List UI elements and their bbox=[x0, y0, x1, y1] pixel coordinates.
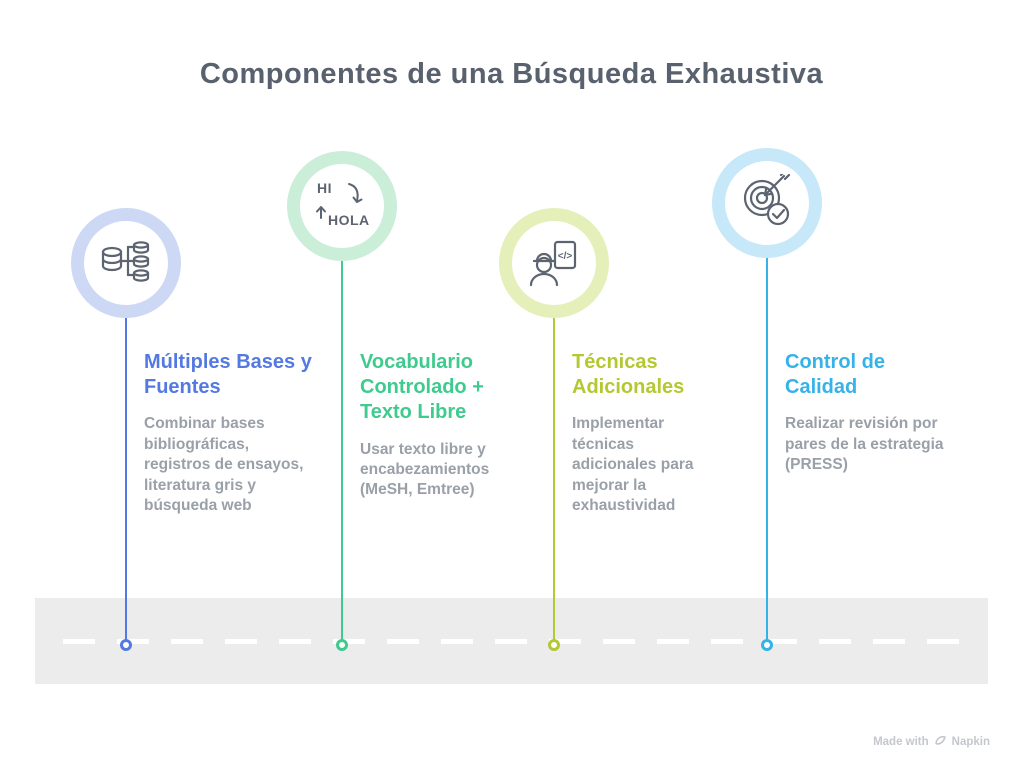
connector-line bbox=[766, 258, 768, 640]
watermark: Made with Napkin bbox=[873, 734, 990, 750]
watermark-brand: Napkin bbox=[951, 736, 990, 748]
item-body: Realizar revisión por pares de la estrat… bbox=[785, 415, 944, 474]
item-heading: Control de Calidad bbox=[785, 351, 885, 399]
item-text: Técnicas Adicionales Implementar técnica… bbox=[572, 350, 722, 517]
icon-circle: </> bbox=[499, 208, 609, 318]
item-body: Usar texto libre y encabezamientos (MeSH… bbox=[360, 440, 490, 499]
database-branch-icon bbox=[98, 235, 154, 291]
translation-icon: HI HOLA bbox=[311, 176, 373, 236]
connector-line bbox=[125, 318, 127, 640]
engineer-code-icon: </> bbox=[525, 234, 583, 292]
connector-line bbox=[553, 318, 555, 640]
icon-circle bbox=[712, 148, 822, 258]
icon-circle bbox=[71, 208, 181, 318]
connector-line bbox=[341, 261, 343, 640]
item-text: Múltiples Bases y Fuentes Combinar bases… bbox=[144, 350, 316, 517]
code-glyph: </> bbox=[558, 251, 573, 262]
napkin-logo-icon bbox=[934, 734, 947, 750]
watermark-made-with: Made with bbox=[873, 736, 929, 748]
translation-word-source: HI bbox=[317, 180, 332, 196]
item-heading: Múltiples Bases y Fuentes bbox=[144, 351, 312, 399]
timeline-road bbox=[35, 598, 988, 684]
item-heading: Técnicas Adicionales bbox=[572, 351, 685, 399]
page-title: Componentes de una Búsqueda Exhaustiva bbox=[199, 58, 824, 90]
item-heading: Vocabulario Controlado + Texto Libre bbox=[360, 351, 484, 424]
item-text: Control de Calidad Realizar revisión por… bbox=[785, 350, 945, 476]
road-dashed-line bbox=[63, 639, 960, 644]
item-body: Combinar bases bibliográficas, registros… bbox=[144, 415, 304, 515]
item-body: Implementar técnicas adicionales para me… bbox=[572, 415, 694, 515]
icon-circle: HI HOLA bbox=[287, 151, 397, 261]
item-text: Vocabulario Controlado + Texto Libre Usa… bbox=[360, 350, 512, 501]
translation-word-target: HOLA bbox=[328, 212, 370, 228]
target-check-icon bbox=[738, 174, 796, 232]
